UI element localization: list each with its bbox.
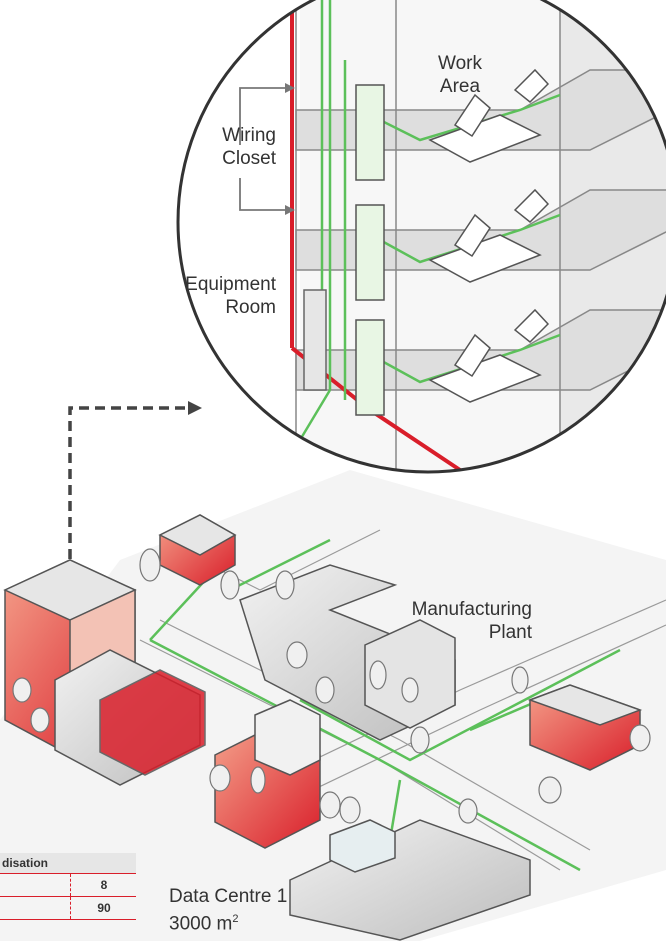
table-row: 8 bbox=[0, 874, 136, 897]
data-centre-building bbox=[289, 819, 531, 941]
wiring-closet-arrows bbox=[239, 87, 285, 211]
trees bbox=[12, 548, 651, 824]
zoom-dashed-arrow bbox=[68, 406, 188, 575]
right-office-building bbox=[527, 684, 643, 771]
headquarters-building bbox=[3, 559, 206, 786]
table-header: disation bbox=[0, 853, 136, 874]
manufacturing-plant bbox=[239, 564, 456, 741]
wiring-closet-racks bbox=[355, 84, 385, 416]
standardisation-table: disation 8 90 bbox=[0, 853, 136, 920]
small-office-building bbox=[158, 514, 237, 586]
campus-green-cabling bbox=[149, 538, 621, 872]
data-centre-label: Data Centre 1 3000 m2 bbox=[169, 886, 288, 935]
middle-office-building bbox=[214, 699, 321, 849]
work-area-desks bbox=[428, 68, 550, 403]
equipment-cabinet bbox=[303, 289, 327, 391]
table-row: 90 bbox=[0, 897, 136, 920]
